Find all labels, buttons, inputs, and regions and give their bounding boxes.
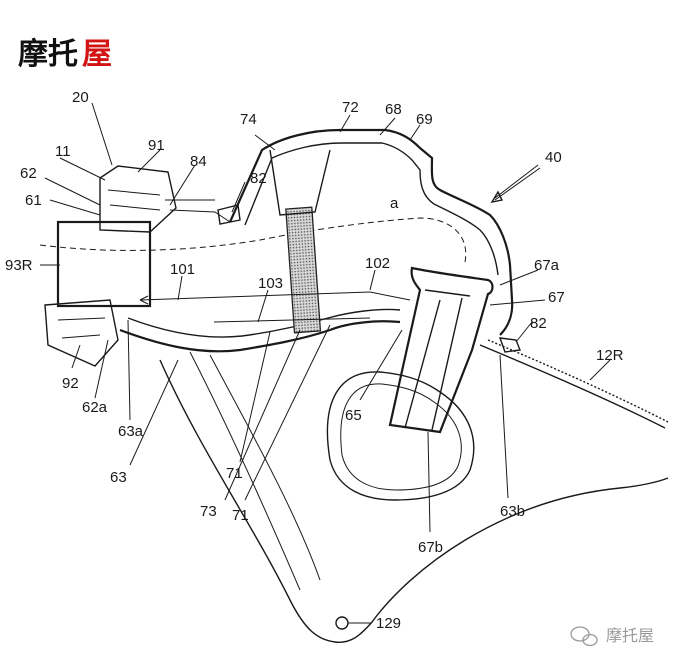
logo-text-red: 屋 [82,37,112,72]
wechat-icon [570,626,598,647]
left-inlet [44,165,177,367]
dashed-line-a [39,217,467,263]
label-61: 61 [25,192,42,209]
label-63b: 63b [500,503,525,520]
label-69: 69 [416,111,433,128]
label-103: 103 [258,275,283,292]
watermark-text: 摩托屋 [606,626,654,645]
dimension-arrows [139,291,411,323]
label-102: 102 [365,255,390,272]
label-62: 62 [20,165,37,182]
label-63: 63 [110,469,127,486]
intake-duct [119,128,514,353]
label-67b: 67b [418,539,443,556]
label-93R: 93R [5,257,33,274]
label-40: 40 [545,149,562,166]
bracket-82-left [217,204,241,225]
loop-65 [326,371,475,501]
label-92: 92 [62,375,79,392]
logo: 摩托 屋 [18,37,112,72]
funnel-67 [388,266,494,434]
label-82-right: 82 [530,315,547,332]
logo-text-black: 摩托 [18,37,78,72]
label-101: 101 [170,261,195,278]
filter-element [285,206,322,334]
label-62a: 62a [82,399,108,416]
label-71-right: 71 [232,507,249,524]
hose-12R [479,339,669,429]
leader-lines [40,102,611,533]
label-68: 68 [385,101,402,118]
label-74: 74 [240,111,257,128]
label-20: 20 [72,89,89,106]
label-91: 91 [148,137,165,154]
frame-body [159,351,669,643]
pivot-hole [335,616,349,630]
label-84: 84 [190,153,207,170]
label-65: 65 [345,407,362,424]
arrow-40 [494,167,541,201]
labels: 20 11 91 84 62 61 93R 82 74 72 68 69 40 … [5,89,624,632]
label-73: 73 [200,503,217,520]
bracket-72 [269,149,331,216]
bracket-82-right [498,337,521,353]
watermark: 摩托屋 [570,626,654,647]
label-63a: 63a [118,423,144,440]
label-71-left: 71 [226,465,243,482]
inlet-box-93R [56,220,152,308]
label-12R: 12R [596,347,624,364]
label-129: 129 [376,615,401,632]
label-67a: 67a [534,257,560,274]
label-82-top: 82 [250,170,267,187]
label-72: 72 [342,99,359,116]
label-11: 11 [55,143,71,160]
arrow-head-40 [490,190,504,203]
label-67: 67 [548,289,565,306]
label-a: a [390,195,399,212]
